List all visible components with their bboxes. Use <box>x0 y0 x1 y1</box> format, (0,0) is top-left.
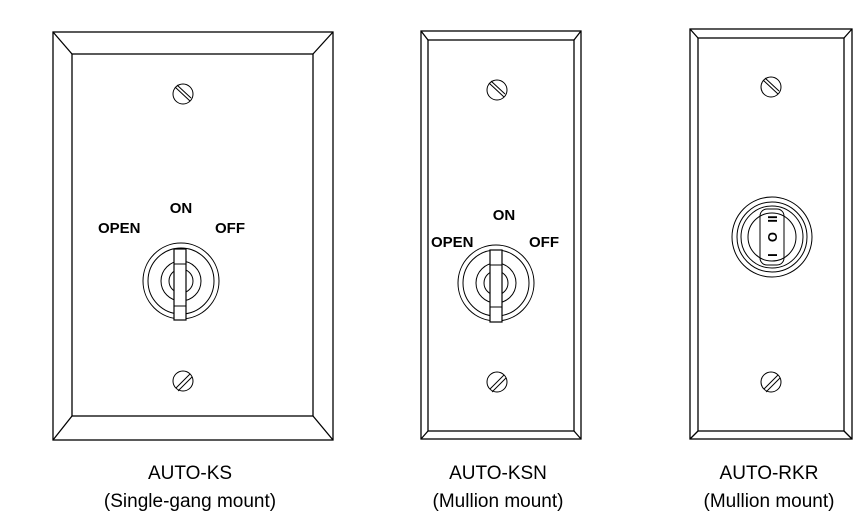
auto-ksn-model-label: AUTO-KSN <box>449 463 547 484</box>
position-label-open: OPEN <box>431 234 474 251</box>
auto-ks-model-label: AUTO-KS <box>148 463 232 484</box>
top-screw-icon <box>172 83 194 105</box>
bottom-screw-icon <box>760 371 782 393</box>
auto-ksn-plate: ON OPEN OFF <box>420 30 582 440</box>
top-screw-icon <box>486 79 508 101</box>
auto-rkr-model-label: AUTO-RKR <box>720 463 819 484</box>
rocker-symbol-on: II <box>765 215 780 222</box>
rocker-symbol-zero: O <box>765 232 780 242</box>
position-label-on: ON <box>170 200 193 217</box>
bottom-screw-icon <box>486 371 508 393</box>
position-label-open: OPEN <box>98 220 141 237</box>
auto-rkr-plate: I O II <box>689 28 853 440</box>
bottom-screw-icon <box>172 370 194 392</box>
rocker-switch-icon: I O II <box>731 196 813 278</box>
auto-ks-mount-label: (Single-gang mount) <box>104 491 276 512</box>
keyswitch-icon <box>142 242 220 321</box>
auto-ksn-mount-label: (Mullion mount) <box>433 491 564 512</box>
rocker-symbol-off: I <box>765 253 780 257</box>
auto-ks-plate: ON OPEN OFF <box>52 31 334 441</box>
top-screw-icon <box>760 76 782 98</box>
position-label-off: OFF <box>215 220 245 237</box>
position-label-on: ON <box>493 207 516 224</box>
keyswitch-icon <box>457 244 535 323</box>
auto-rkr-mount-label: (Mullion mount) <box>704 491 835 512</box>
position-label-off: OFF <box>529 234 559 251</box>
